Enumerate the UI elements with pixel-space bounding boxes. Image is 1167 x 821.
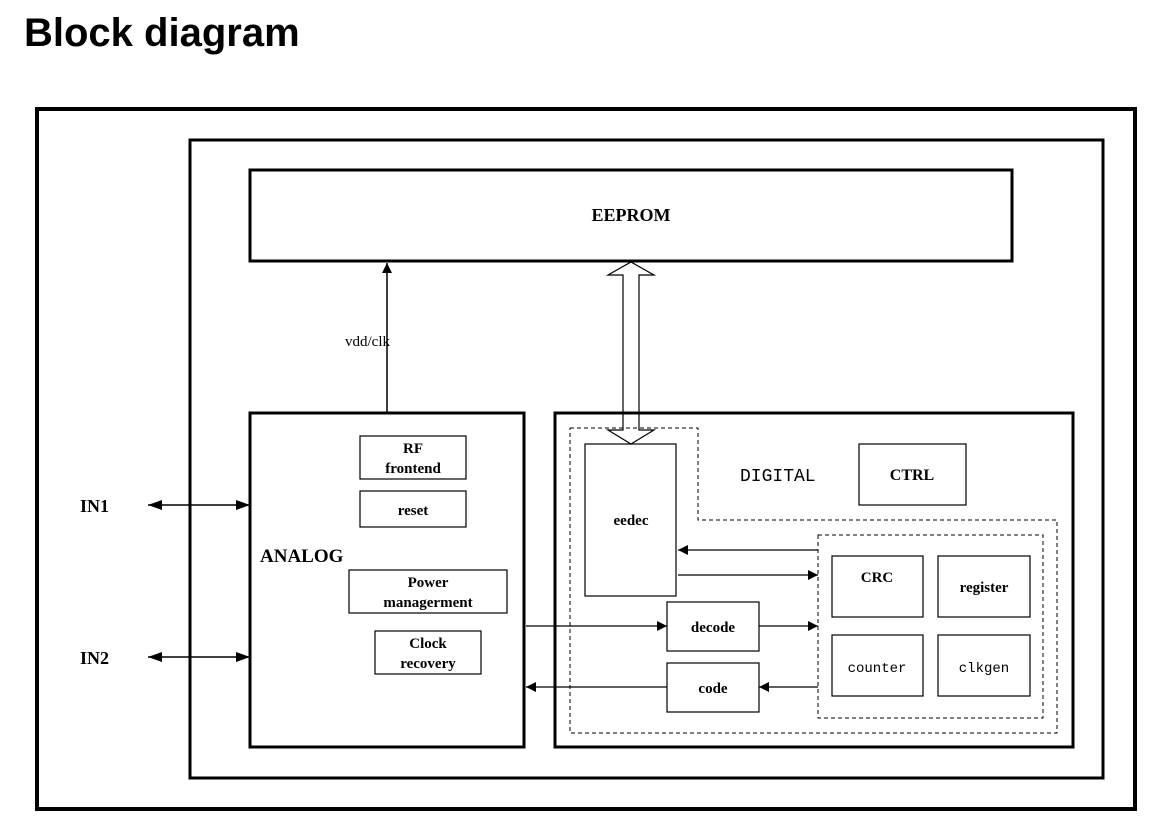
rf-frontend-line1: RF (403, 441, 423, 457)
counter-block (831, 634, 924, 697)
page-title: Block diagram (24, 11, 300, 55)
analog-block (248, 411, 526, 749)
clock-recovery-line1: Clock (409, 636, 447, 652)
register-block (937, 555, 1031, 618)
ctrl-block (858, 443, 967, 506)
decode-label: decode (691, 620, 736, 636)
outer-frame (35, 107, 1137, 811)
rf-frontend-line2: frontend (385, 461, 441, 477)
crc-block (831, 555, 924, 618)
clkgen-label: clkgen (959, 661, 1009, 677)
crc-group-boundary (817, 534, 1044, 719)
analog-label: ANALOG (260, 546, 344, 567)
eedec-label: eedec (614, 513, 649, 529)
ctrl-label: CTRL (890, 467, 934, 484)
rf-frontend-block (359, 435, 467, 480)
digital-core-boundary (569, 427, 1058, 734)
clock-recovery-block (374, 630, 482, 675)
clkgen-block (937, 634, 1031, 697)
crc-label: CRC (861, 570, 894, 586)
clock-recovery-line2: recovery (400, 656, 456, 672)
in1-label: IN1 (80, 496, 109, 516)
register-label: register (960, 580, 1009, 596)
in2-label: IN2 (80, 648, 109, 668)
digital-label: DIGITAL (740, 467, 816, 487)
counter-label: counter (848, 661, 907, 677)
power-management-line2: managerment (383, 595, 472, 611)
eeprom-label: EEPROM (592, 205, 671, 225)
power-management-block (348, 569, 508, 614)
code-label: code (698, 681, 728, 697)
reset-label: reset (398, 503, 429, 519)
vdd-clk-label: vdd/clk (345, 334, 390, 350)
reset-block (359, 490, 467, 528)
eedec-block (584, 443, 677, 597)
eeprom-block (248, 168, 1014, 263)
chip-frame (188, 138, 1105, 780)
power-management-line1: Power (408, 575, 449, 591)
digital-block (553, 411, 1075, 749)
eeprom-bus-arrow (605, 261, 657, 445)
